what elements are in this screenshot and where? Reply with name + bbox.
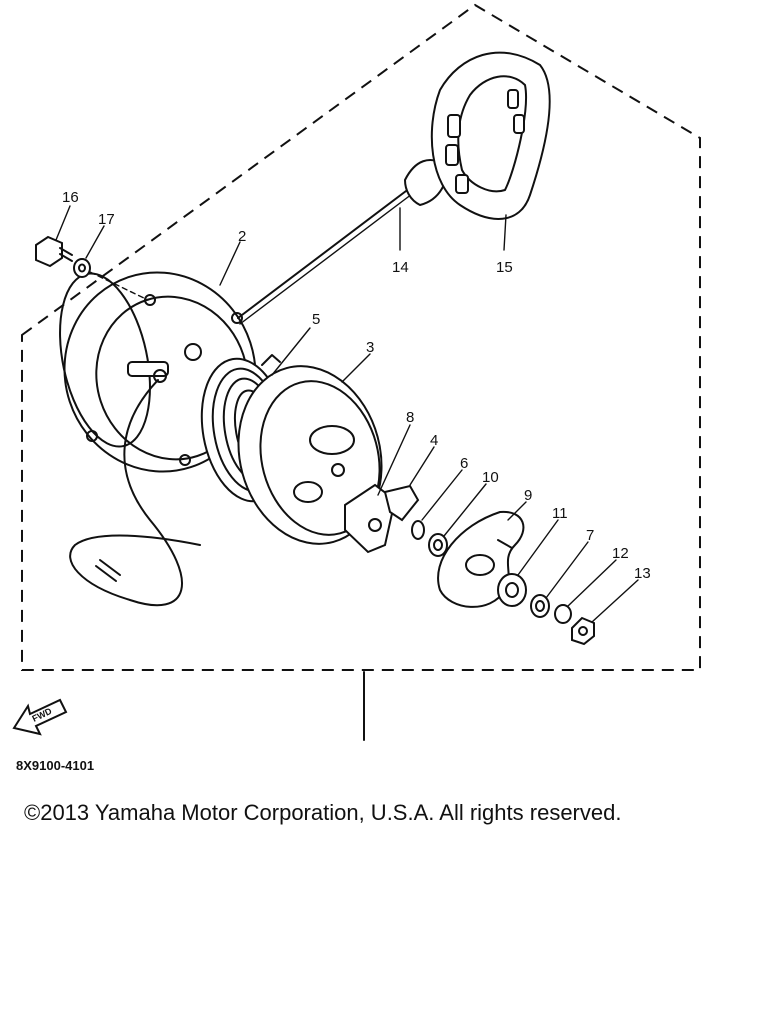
callout-3: 3 [366,339,374,356]
small-spring [411,520,425,540]
rope-to-handle [237,187,411,319]
copyright-notice: ©2013 Yamaha Motor Corporation, U.S.A. A… [24,800,622,825]
callout-14: 14 [392,259,409,276]
rope-end [95,559,121,582]
callout-12: 12 [612,545,629,562]
callout-15: 15 [496,259,513,276]
callout-10: 10 [482,469,499,486]
washer-17 [73,258,91,278]
callout-4: 4 [430,432,438,449]
assembly-boundary [21,3,701,671]
nut-13 [571,616,595,646]
starter-handle [430,51,551,220]
leader-lines [55,205,639,623]
callout-6: 6 [460,455,468,472]
pawl-spring [383,484,420,522]
callout-11: 11 [552,505,568,522]
starter-rope [69,379,201,607]
pawl [344,483,397,554]
callout-9: 9 [524,487,532,504]
washer-11 [497,573,527,607]
washer-10 [428,533,448,557]
callout-2: 2 [238,228,246,245]
nut-12 [554,604,572,624]
callout-7: 7 [586,527,594,544]
exploded-parts-diagram: 2 3 4 5 6 7 8 9 10 11 12 13 14 15 16 17 … [12,3,701,741]
bolt-16 [35,235,73,268]
diagram-reference-code: 8X9100-4101 [16,758,95,773]
fwd-arrow-icon: FWD [12,698,68,736]
washer-7 [530,594,550,618]
drive-pulley [237,365,383,545]
callout-17: 17 [98,211,115,228]
callout-16: 16 [62,189,79,206]
callout-8: 8 [406,409,414,426]
callout-5: 5 [312,311,320,328]
callout-13: 13 [634,565,651,582]
